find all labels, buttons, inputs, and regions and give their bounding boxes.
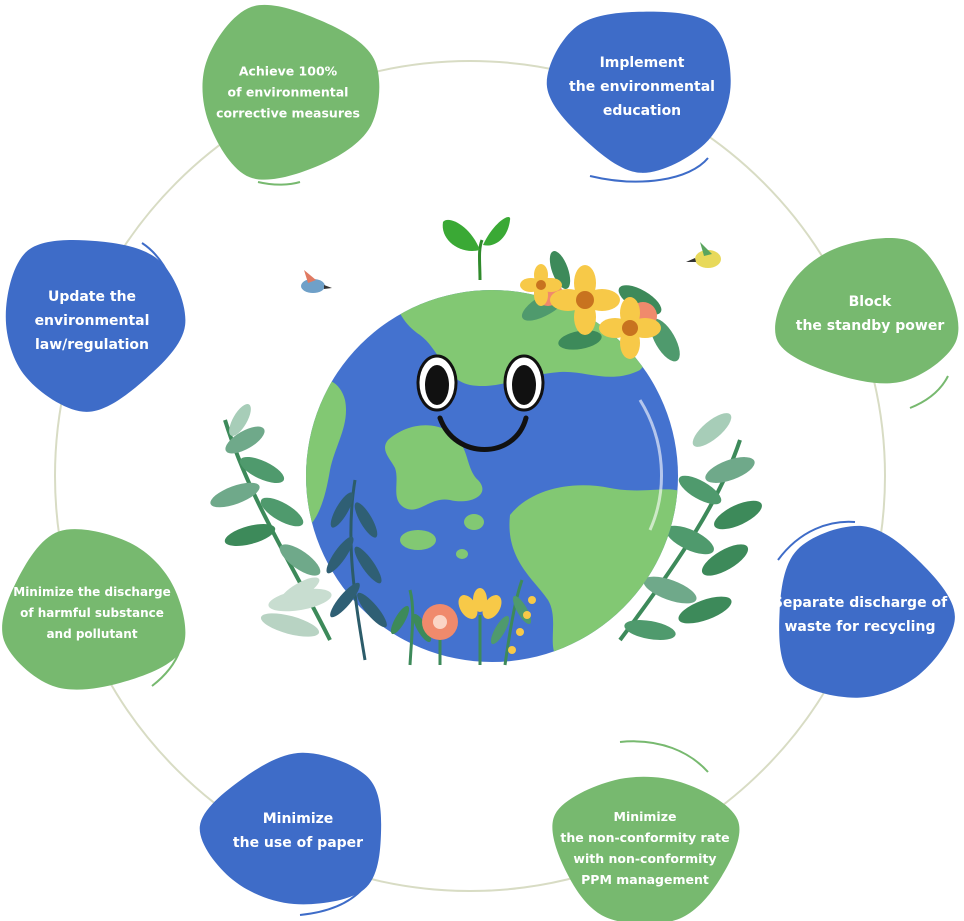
goal-label-line: waste for recycling — [785, 619, 936, 635]
bird-icon — [301, 270, 332, 293]
goal-accent-stroke — [589, 157, 709, 183]
goal-label-line: of environmental — [228, 84, 349, 99]
goal-label-line: Update the — [48, 289, 136, 305]
goal-label-line: the use of paper — [233, 835, 363, 851]
goal-label-line: Implement — [600, 55, 685, 71]
leaf-branch-icon — [280, 479, 532, 666]
goal-blob — [5, 239, 186, 412]
goal-label-line: the non-conformity rate — [560, 830, 729, 845]
goal-label-line: environmental — [35, 313, 150, 329]
goal-node: Achieve 100% of environmental corrective m… — [202, 4, 380, 186]
goal-node: Update the environmental law/regulation — [5, 239, 186, 412]
earth-face — [416, 354, 545, 452]
goal-blob — [779, 525, 955, 698]
goal-blob — [552, 776, 740, 921]
earth-illustration — [210, 217, 762, 666]
flower-crown-icon — [520, 251, 680, 362]
goal-label-line: of harmful substance — [20, 606, 164, 620]
goal-label-line: law/regulation — [35, 337, 149, 353]
goal-label-line: Separate discharge of — [773, 595, 948, 611]
goal-label-line: the environmental — [569, 79, 715, 95]
goal-accent-stroke — [777, 520, 856, 561]
goal-blob — [199, 752, 382, 905]
goal-accent-stroke — [909, 375, 949, 409]
goal-label-line: and pollutant — [46, 627, 137, 641]
goal-node: Implement the environmental education — [546, 11, 731, 183]
goal-node: Separate discharge of waste for recycling — [773, 520, 955, 698]
goal-label-line: PPM management — [581, 872, 709, 887]
goal-label-line: corrective measures — [216, 105, 360, 120]
connecting-ring — [54, 60, 886, 892]
goal-blob — [775, 238, 959, 384]
goal-accent-stroke — [619, 740, 709, 773]
goal-blob — [202, 4, 380, 180]
goal-label-line: Minimize — [614, 809, 677, 824]
bird-icon — [686, 242, 721, 268]
goal-node: Block the standby power — [775, 238, 959, 409]
sprout-icon — [442, 217, 511, 281]
flower-icon — [422, 588, 536, 665]
goal-node: Minimize the non-conformity rate with non-… — [552, 740, 740, 921]
earth-globe — [306, 290, 678, 662]
goal-label-line: Minimize the discharge — [13, 585, 170, 599]
leaf-branch-icon — [618, 413, 762, 642]
goal-accent-stroke — [257, 181, 301, 186]
goal-label-line: Block — [849, 294, 892, 310]
goals-layer: Achieve 100% of environmental corrective m… — [2, 4, 959, 921]
goal-label-line: the standby power — [796, 318, 945, 334]
goal-label-line: Achieve 100% — [239, 63, 338, 78]
goal-node: Minimize the use of paper — [199, 752, 382, 916]
goal-node: Minimize the discharge of harmful substan… — [2, 529, 186, 690]
goal-blob — [2, 529, 186, 690]
goal-label-line: education — [603, 103, 681, 119]
goal-blob — [546, 11, 731, 173]
goal-label-line: Minimize — [263, 811, 334, 827]
goal-label-line: with non-conformity — [573, 851, 716, 866]
